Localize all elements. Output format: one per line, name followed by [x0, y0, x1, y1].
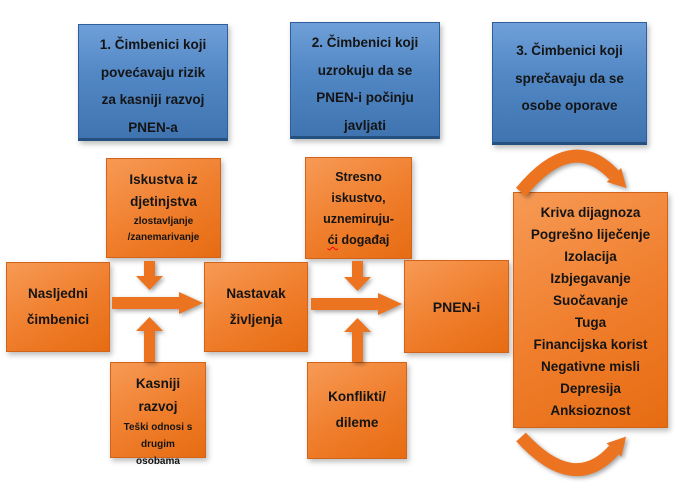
arrow-right-icon: [112, 292, 203, 314]
misspelled-word: ći: [327, 233, 339, 247]
conflicts-line: dileme: [335, 415, 379, 430]
factor2-line: javljati: [343, 117, 387, 133]
later-subtitle-line: drugim: [141, 439, 175, 450]
factor3-line: sprečavaju da se: [515, 70, 624, 86]
hereditary-factors-box: Nasljedni čimbenici: [6, 262, 110, 352]
arrow-down-icon: [344, 261, 371, 291]
recovery-blocker-item: Suočavanje: [552, 293, 629, 308]
childhood-subtitle-line: /zanemarivanje: [127, 232, 200, 243]
factor2-line: 2. Čimbenici koji: [311, 35, 419, 50]
life-line: življenja: [229, 312, 283, 327]
arrow-down-icon: [136, 261, 163, 290]
childhood-experiences-box: Iskustva iz djetinjstva zlostavljanje /z…: [106, 158, 221, 258]
factor1-line: 1. Čimbenici koji: [99, 37, 207, 52]
factor-box-1: 1. Čimbenici koji povećavaju rizik za ka…: [78, 24, 228, 141]
arrow-right-icon: [311, 293, 402, 315]
factor-box-2: 2. Čimbenici koji uzrokuju da se PNEN-i …: [290, 22, 440, 139]
later-development-box: Kasniji razvoj Teški odnosi s drugim oso…: [110, 362, 206, 467]
childhood-title-line: djetinjstva: [130, 194, 197, 209]
stress-line-rest: događaj: [338, 233, 390, 247]
conflicts-dilemmas-box: Konflikti/ dileme: [307, 362, 407, 459]
recovery-blocker-item: Pogrešno liječenje: [530, 227, 651, 242]
later-title-line: Kasniji: [135, 376, 181, 391]
factor1-line: povećavaju rizik: [100, 64, 206, 80]
recovery-blocker-item: Anksioznost: [550, 403, 631, 418]
factor-box-3: 3. Čimbenici koji sprečavaju da se osobe…: [492, 22, 647, 145]
stressful-experience-box: Stresno iskustvo, uznemiruju- ći događaj: [305, 157, 412, 259]
factor1-line: za kasniji razvoj: [101, 92, 205, 107]
stress-line: uznemiruju-: [323, 212, 394, 226]
arrow-up-icon: [344, 318, 371, 362]
arrow-up-icon: [136, 317, 163, 362]
hereditary-line: Nasljedni: [27, 286, 89, 301]
recovery-blocker-item: Izolacija: [564, 249, 617, 264]
childhood-subtitle-line: zlostavljanje: [133, 216, 194, 227]
recovery-blocker-item: Negativne misli: [540, 359, 641, 374]
factor3-line: osobe oporave: [521, 98, 618, 113]
factor1-line: PNEN-a: [128, 119, 178, 135]
later-subtitle-line: osobama: [136, 456, 180, 467]
recovery-blocker-item: Financijska korist: [533, 337, 648, 352]
later-subtitle-line: Teški odnosi s: [123, 422, 193, 433]
childhood-title-line: Iskustva iz: [129, 172, 198, 187]
stress-line: ći događaj: [306, 230, 411, 251]
life-continuation-box: Nastavak življenja: [204, 262, 308, 352]
life-line: Nastavak: [226, 286, 286, 301]
recovery-blocker-item: Kriva dijagnoza: [540, 205, 641, 220]
pnen-box: PNEN-i: [404, 260, 509, 353]
stress-line: Stresno: [335, 170, 382, 184]
recovery-blockers-box: Kriva dijagnoza Pogrešno liječenje Izola…: [513, 192, 668, 428]
cycle-arc-top-icon: [515, 149, 627, 196]
factor2-line: uzrokuju da se: [317, 62, 413, 78]
factor3-line: 3. Čimbenici koji: [516, 43, 623, 58]
later-title-line: razvoj: [138, 399, 178, 414]
hereditary-line: čimbenici: [26, 312, 90, 327]
recovery-blocker-item: Depresija: [560, 381, 621, 396]
conflicts-line: Konflikti/: [328, 389, 386, 404]
factor2-line: PNEN-i počinju: [316, 90, 414, 105]
pnen-label: PNEN-i: [432, 298, 481, 315]
cycle-arc-bottom-icon: [516, 432, 627, 477]
recovery-blocker-item: Izbjegavanje: [550, 271, 631, 286]
stress-line: iskustvo,: [331, 191, 386, 205]
recovery-blocker-item: Tuga: [574, 315, 607, 330]
